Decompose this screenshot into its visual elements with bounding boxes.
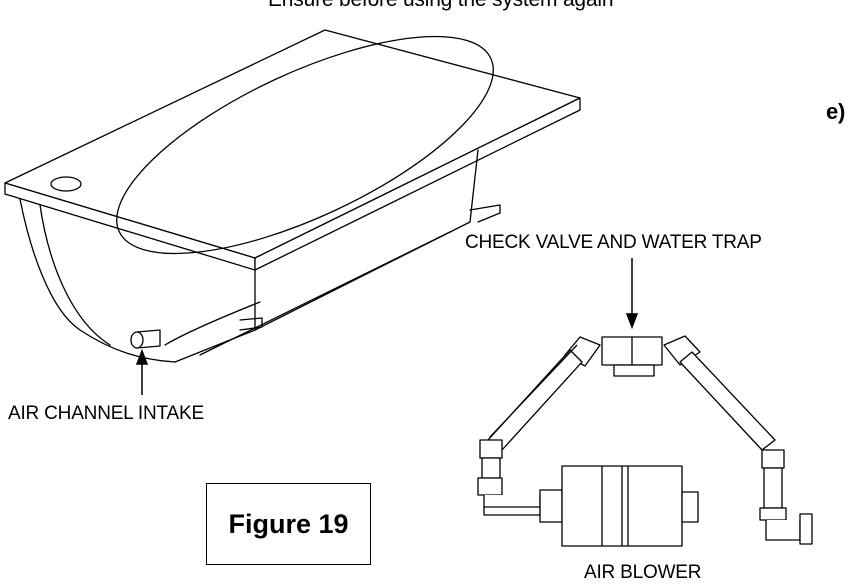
header-text: Ensure before using the system again — [268, 0, 614, 12]
check-valve-label: CHECK VALVE AND WATER TRAP — [465, 232, 762, 253]
figure-caption: Figure 19 — [228, 508, 349, 539]
figure-caption-box: Figure 19 — [206, 483, 371, 565]
step-marker: e) — [826, 99, 846, 124]
air-channel-intake-label: AIR CHANNEL INTAKE — [8, 403, 204, 424]
air-blower-label: AIR BLOWER — [584, 562, 702, 583]
